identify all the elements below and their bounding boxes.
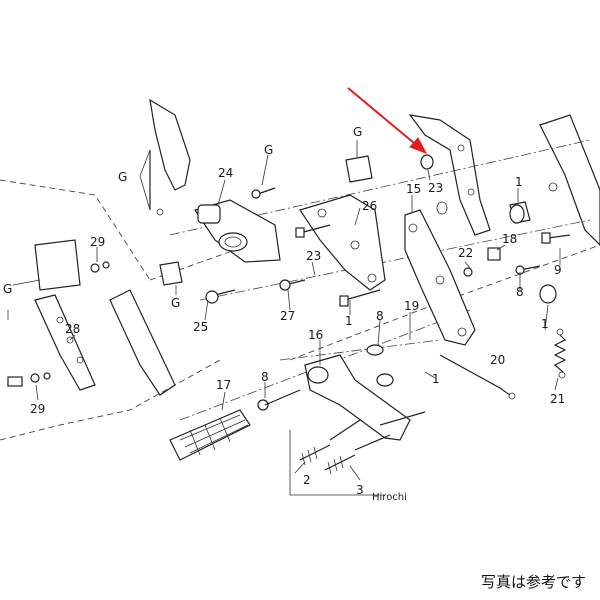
label-1: 1 [515,175,523,189]
small-washers [7,261,473,387]
label-8: 8 [261,370,269,384]
reference-caption: 写真は参考です [480,573,586,591]
label-29: 29 [90,235,105,249]
nut-18 [487,247,501,261]
label-17: 17 [216,378,231,392]
label-2: 2 [303,473,311,487]
label-9: 9 [554,263,562,277]
footpeg-17 [169,389,301,461]
lever-plate-15 [404,209,476,346]
label-G: G [3,282,12,296]
upper-right-frame [408,114,600,246]
left-bracket-28 [34,289,176,396]
label-22: 22 [458,246,473,260]
highlight-arrow [347,87,428,154]
shaft-centerlines [169,139,591,421]
label-21: 21 [550,392,565,406]
label-28: 28 [65,322,80,336]
lever-arm-16 [304,354,426,441]
label-29: 29 [30,402,45,416]
label-G: G [171,296,180,310]
frame-outline [0,179,600,441]
label-24: 24 [218,166,233,180]
label-25: 25 [193,320,208,334]
washer-23-top [420,154,448,215]
label-G: G [353,125,362,139]
watermark-text: Hirochi [372,492,407,503]
label-8: 8 [516,285,524,299]
label-G: G [118,170,127,184]
label-1: 1 [432,372,440,386]
label-23: 23 [306,249,321,263]
label-15: 15 [406,182,421,196]
label-26: 26 [362,199,377,213]
leader-lines [7,140,561,481]
label-23: 23 [428,181,443,195]
label-8: 8 [376,309,384,323]
bolts [205,187,571,307]
label-18: 18 [502,232,517,246]
label-20: 20 [490,353,505,367]
callout-labels: G G G G G 24 26 15 23 1 18 22 8 9 1 21 2… [3,125,565,497]
label-G: G [264,143,273,157]
label-1: 1 [345,314,353,328]
bushings-1 [366,201,557,387]
rubber-knobs [34,155,373,291]
label-3: 3 [356,483,364,497]
label-16: 16 [308,328,323,342]
pivot-assembly-24 [194,199,281,263]
label-27: 27 [280,309,295,323]
label-19: 19 [404,299,419,313]
upper-bracket [149,98,191,216]
pushrod-20 [439,354,516,400]
plate-26 [299,194,386,291]
return-spring-21 [553,328,567,379]
label-1: 1 [541,317,549,331]
spring-set-2-3 [289,419,391,496]
